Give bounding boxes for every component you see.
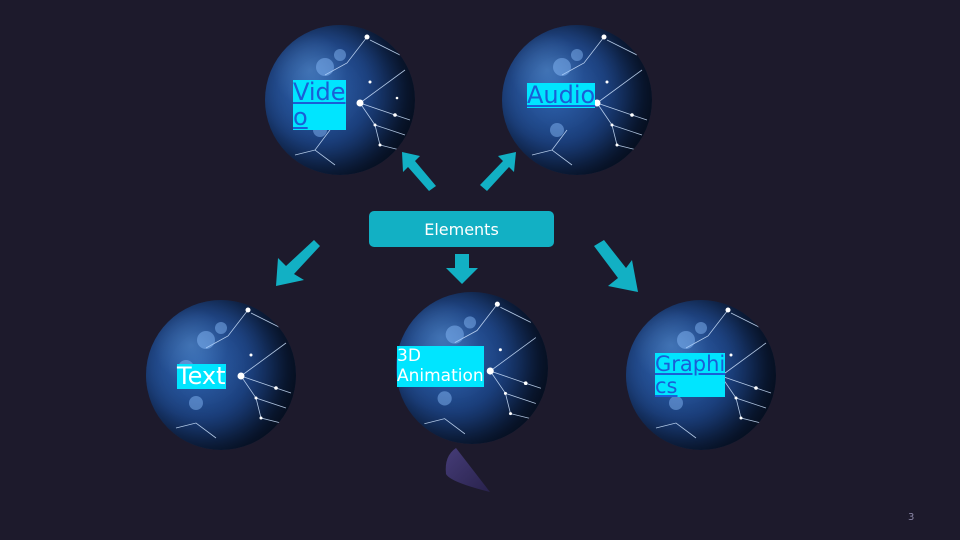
text-label: Text <box>177 362 226 390</box>
arrow-up-left-icon <box>402 152 436 191</box>
video-label-line2: o <box>293 103 308 132</box>
video-label-line1: Vide <box>293 78 346 106</box>
animation-label-line2: Animation <box>397 366 484 387</box>
video-label[interactable]: Vide o <box>293 78 346 132</box>
arrow-down-left-icon <box>276 240 320 286</box>
page-number: 3 <box>908 512 915 523</box>
graphics-label-line1: Graphi <box>655 352 726 376</box>
graphics-label-line2: cs <box>655 374 678 399</box>
animation-label-line1: 3D <box>397 346 421 366</box>
elements-box: Elements <box>369 211 554 247</box>
audio-label[interactable]: Audio <box>527 81 596 109</box>
video-orb-image <box>265 25 415 175</box>
cone-shape <box>445 448 490 492</box>
animation-label: 3D Animation <box>397 346 484 387</box>
elements-label: Elements <box>424 219 499 239</box>
arrow-up-right-icon <box>480 152 516 191</box>
arrow-down-icon <box>446 254 478 284</box>
arrow-down-right-icon <box>594 240 638 292</box>
graphics-label[interactable]: Graphi cs <box>655 352 726 399</box>
text-label-line1: Text <box>177 362 226 390</box>
audio-label-line1: Audio <box>527 81 596 109</box>
